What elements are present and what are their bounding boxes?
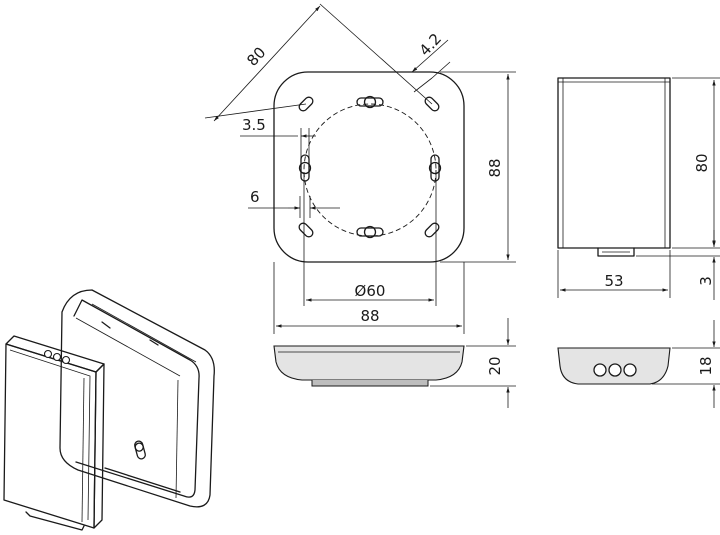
label-diagonal: 80 — [243, 43, 269, 69]
module-profile-view: 18 — [557, 320, 720, 408]
side-view: 80 3 53 — [557, 77, 720, 300]
dim-slot-width: 3.5 — [240, 116, 316, 160]
iso-base-frame — [59, 289, 215, 508]
label-bore: Ø60 — [355, 282, 386, 300]
label-front-height: 88 — [486, 158, 504, 177]
dim-module-height: 18 — [652, 320, 720, 408]
bore-circle — [303, 103, 437, 237]
label-base-height: 20 — [486, 356, 504, 375]
base-profile — [273, 345, 465, 381]
label-slot-offset: 6 — [250, 188, 260, 206]
label-side-height: 80 — [693, 153, 711, 172]
module-body — [557, 77, 671, 249]
label-hole-width: 4.2 — [416, 30, 445, 60]
module-foot — [597, 247, 635, 257]
dim-front-width: 88 — [273, 262, 465, 334]
isometric-sketch — [3, 289, 215, 531]
dim-hole-width: 4.2 — [411, 30, 451, 93]
iso-module — [3, 335, 105, 531]
led-icon — [43, 349, 53, 359]
front-view: 80 4.2 3.5 6 — [204, 3, 516, 334]
dim-bore: Ø60 — [303, 172, 437, 306]
dim-base-height: 20 — [430, 318, 516, 408]
dim-side-gap: 3 — [636, 230, 720, 300]
dim-front-height: 88 — [440, 71, 516, 263]
label-module-height: 18 — [697, 356, 715, 375]
led-icon — [61, 355, 71, 365]
corner-holes — [298, 96, 440, 238]
dim-side-height: 80 — [672, 77, 720, 249]
led-icon — [52, 352, 62, 362]
dim-slot-offset: 6 — [248, 188, 340, 218]
led-icon — [608, 363, 622, 377]
led-icon — [593, 363, 607, 377]
label-side-width: 53 — [604, 272, 623, 290]
base-plate-outline — [273, 71, 465, 263]
dim-side-width: 53 — [557, 250, 671, 298]
label-front-width: 88 — [360, 307, 379, 325]
keyhole-slots — [298, 95, 442, 239]
dim-diagonal: 80 — [204, 3, 433, 122]
base-profile-view: 20 — [273, 318, 516, 408]
base-foot — [311, 380, 429, 387]
led-icon — [623, 363, 637, 377]
label-side-gap: 3 — [697, 276, 715, 286]
label-slot-width: 3.5 — [242, 116, 266, 134]
